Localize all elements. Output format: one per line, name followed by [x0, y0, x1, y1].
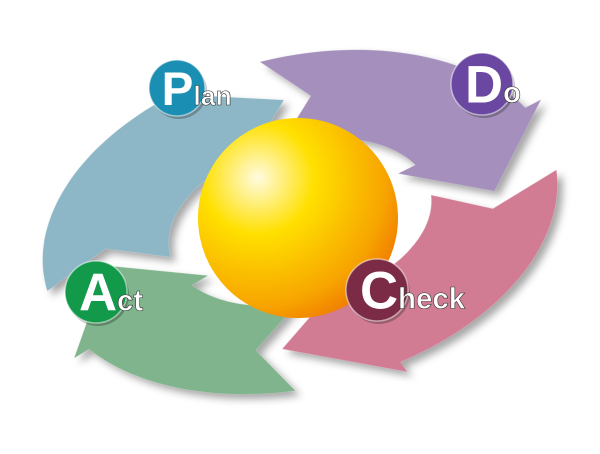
- check-arrow: [282, 169, 558, 372]
- do-label: Do: [465, 56, 521, 115]
- check-badge: Check: [345, 258, 466, 324]
- check-label: Check: [360, 262, 466, 321]
- do-badge: Do: [450, 52, 521, 118]
- act-label: Act: [79, 264, 143, 323]
- center-sphere: [198, 118, 398, 318]
- plan-badge: Plan: [148, 59, 232, 119]
- plan-arrow: [42, 93, 284, 291]
- plan-label: Plan: [162, 63, 232, 116]
- act-arrow: [74, 265, 297, 395]
- act-badge: Act: [64, 260, 144, 326]
